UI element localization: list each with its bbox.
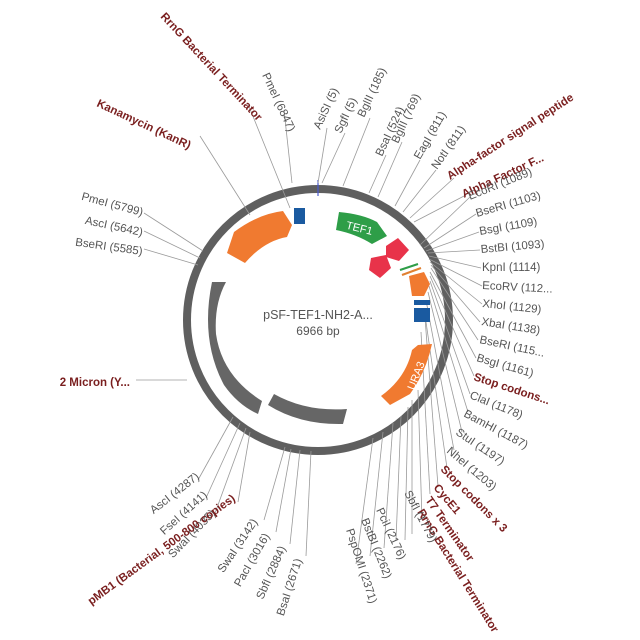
leader-lines [136,103,483,565]
alpha-factor-glyph [369,255,391,278]
site-label: SgfI (5) [333,96,360,135]
ura3-arrow [381,344,432,405]
top-sites: PmeI (6847) AsiSI (5) SgfI (5) BglII (18… [259,66,468,172]
blue-block-1 [414,300,430,305]
site-label: XhoI (1129) [482,298,542,316]
site-label: BsgI (1109) [478,216,538,238]
pmb1-arc [268,394,347,425]
feature-rrng-top: RrnG Bacterial Terminator [158,11,265,124]
feature-kanamycin: Kanamycin (KanR) [95,98,193,152]
site-label: XbaI (1138) [481,316,542,337]
stop-codon-mark-2 [401,267,422,276]
site-label: KpnI (1114) [482,262,541,274]
site-label: AscI (5642) [84,215,144,239]
site-label: BstBI (1093) [480,238,545,256]
site-label: PmeI (6847) [259,71,297,134]
plasmid-name: pSF-TEF1-NH2-A... [263,308,373,322]
rrng-top-block [294,208,305,224]
two-micron-arc [208,282,262,414]
feature-glyphs: TEF1 URA3 [208,208,432,425]
right-sites: EcoRI (1089) BseRI (1103) BsgI (1109) Bs… [444,166,553,493]
site-label: BseRI (5585) [74,237,143,258]
site-label: EcoRV (112... [482,280,553,296]
alpha-signal-glyph [386,238,409,261]
tef1-arrow [336,212,387,244]
blue-block-2 [414,308,430,322]
site-label: BglII (185) [356,66,389,119]
stop-codon-mark-1 [399,263,419,271]
plasmid-size: 6966 bp [296,324,340,338]
kanamycin-arrow [227,211,292,263]
left-sites: PmeI (5799) AscI (5642) BseRI (5585) [74,191,144,258]
feature-two-micron: 2 Micron (Y... [60,377,130,389]
orange-small-glyph [409,272,430,296]
